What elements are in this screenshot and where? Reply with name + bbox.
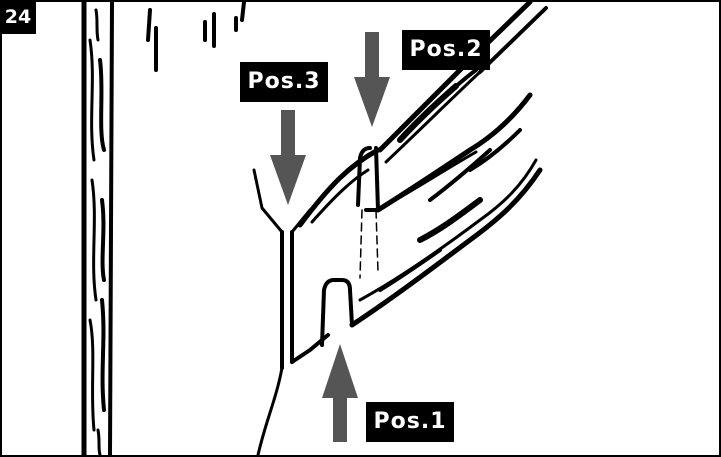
label-pos2: Pos.2	[402, 30, 490, 70]
bracket-structure	[252, 0, 548, 457]
arrow-pos1	[322, 344, 358, 442]
arrow-pos2	[354, 32, 390, 127]
top-grain-marks	[146, 0, 246, 72]
label-pos1: Pos.1	[366, 402, 454, 442]
label-pos3: Pos.3	[240, 62, 328, 102]
wooden-post	[81, 0, 114, 457]
step-number: 24	[0, 0, 36, 34]
arrow-pos3	[270, 110, 306, 205]
